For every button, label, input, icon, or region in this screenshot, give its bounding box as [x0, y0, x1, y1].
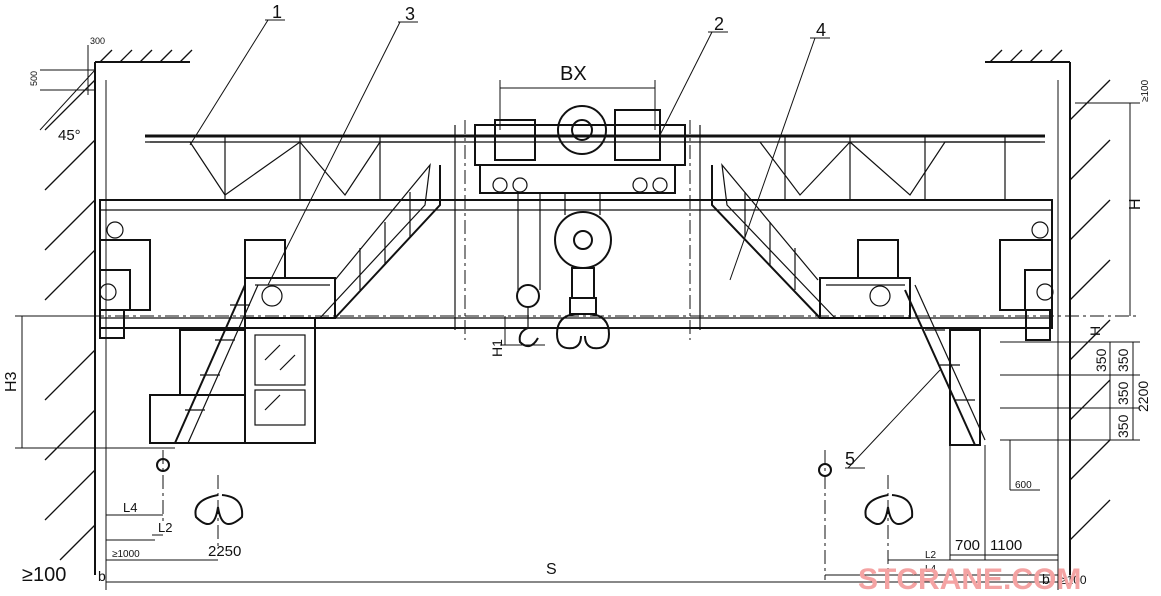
- part-leader-lines: [189, 19, 941, 469]
- angle-45: 45°: [58, 127, 81, 144]
- right-hook-clearance: [818, 450, 914, 580]
- part-label-2: 2: [714, 14, 724, 34]
- dimension-ge100-right: ≥100: [1060, 573, 1087, 587]
- auxiliary-hoist: [516, 193, 541, 348]
- dimension-600: 600: [1015, 480, 1032, 491]
- dimension-ge1000: ≥1000: [112, 549, 140, 560]
- top-walkway-railing: [145, 134, 1045, 200]
- part-label-5: 5: [845, 449, 855, 469]
- trolley: [454, 105, 701, 340]
- left-drive-unit: [244, 239, 336, 319]
- dimension-ge100-top: ≥100: [1140, 79, 1151, 102]
- dimension-700: 700: [955, 537, 980, 554]
- watermark: STCRANE.COM: [858, 563, 1081, 596]
- dimension-s: S: [546, 561, 557, 578]
- dimension-l4-right: L4: [925, 564, 937, 575]
- dimension-l4-left: L4: [123, 500, 137, 515]
- dimension-300: 300: [90, 36, 105, 46]
- dimension-500: 500: [29, 71, 39, 86]
- dimension-2250: 2250: [208, 543, 241, 560]
- dimension-350-d: 350: [1115, 414, 1131, 438]
- right-building-wall: [985, 49, 1111, 575]
- part-label-1: 1: [272, 2, 282, 22]
- main-hoist: [554, 193, 612, 350]
- part-label-4: 4: [816, 20, 826, 40]
- dimension-h: H: [1127, 198, 1144, 210]
- dimension-lines: [15, 45, 1140, 590]
- right-access-stair: [904, 284, 986, 446]
- dimension-l2-right: L2: [925, 550, 937, 561]
- dimension-350-b: 350: [1093, 348, 1109, 372]
- left-building-wall: [44, 49, 193, 575]
- right-girder-stair: [711, 163, 836, 319]
- dimension-h3: H3: [3, 371, 20, 392]
- dimension-2200: 2200: [1135, 381, 1151, 412]
- dimension-350-a: 350: [1115, 348, 1131, 372]
- left-girder-stair: [319, 163, 441, 319]
- dimension-1100: 1100: [990, 537, 1022, 554]
- left-hook-clearance: [156, 450, 244, 550]
- right-end-carriage: [999, 221, 1054, 341]
- dimension-350-c: 350: [1115, 381, 1131, 405]
- left-end-carriage: [99, 221, 151, 339]
- cab-access-stair: [174, 284, 259, 444]
- right-drive-unit: [819, 239, 911, 319]
- dimension-h-small: H: [1087, 326, 1103, 336]
- dimension-b-right: b: [1042, 571, 1050, 587]
- dimension-l2-left: L2: [158, 520, 172, 535]
- dimension-ge100-left: ≥100: [22, 564, 66, 586]
- dimension-bx: BX: [560, 63, 587, 85]
- part-label-3: 3: [405, 4, 415, 24]
- dimension-b-left: b: [98, 568, 106, 584]
- main-girder: [40, 199, 1140, 329]
- operator-cab: [149, 317, 316, 444]
- dimension-h1: H1: [489, 339, 505, 357]
